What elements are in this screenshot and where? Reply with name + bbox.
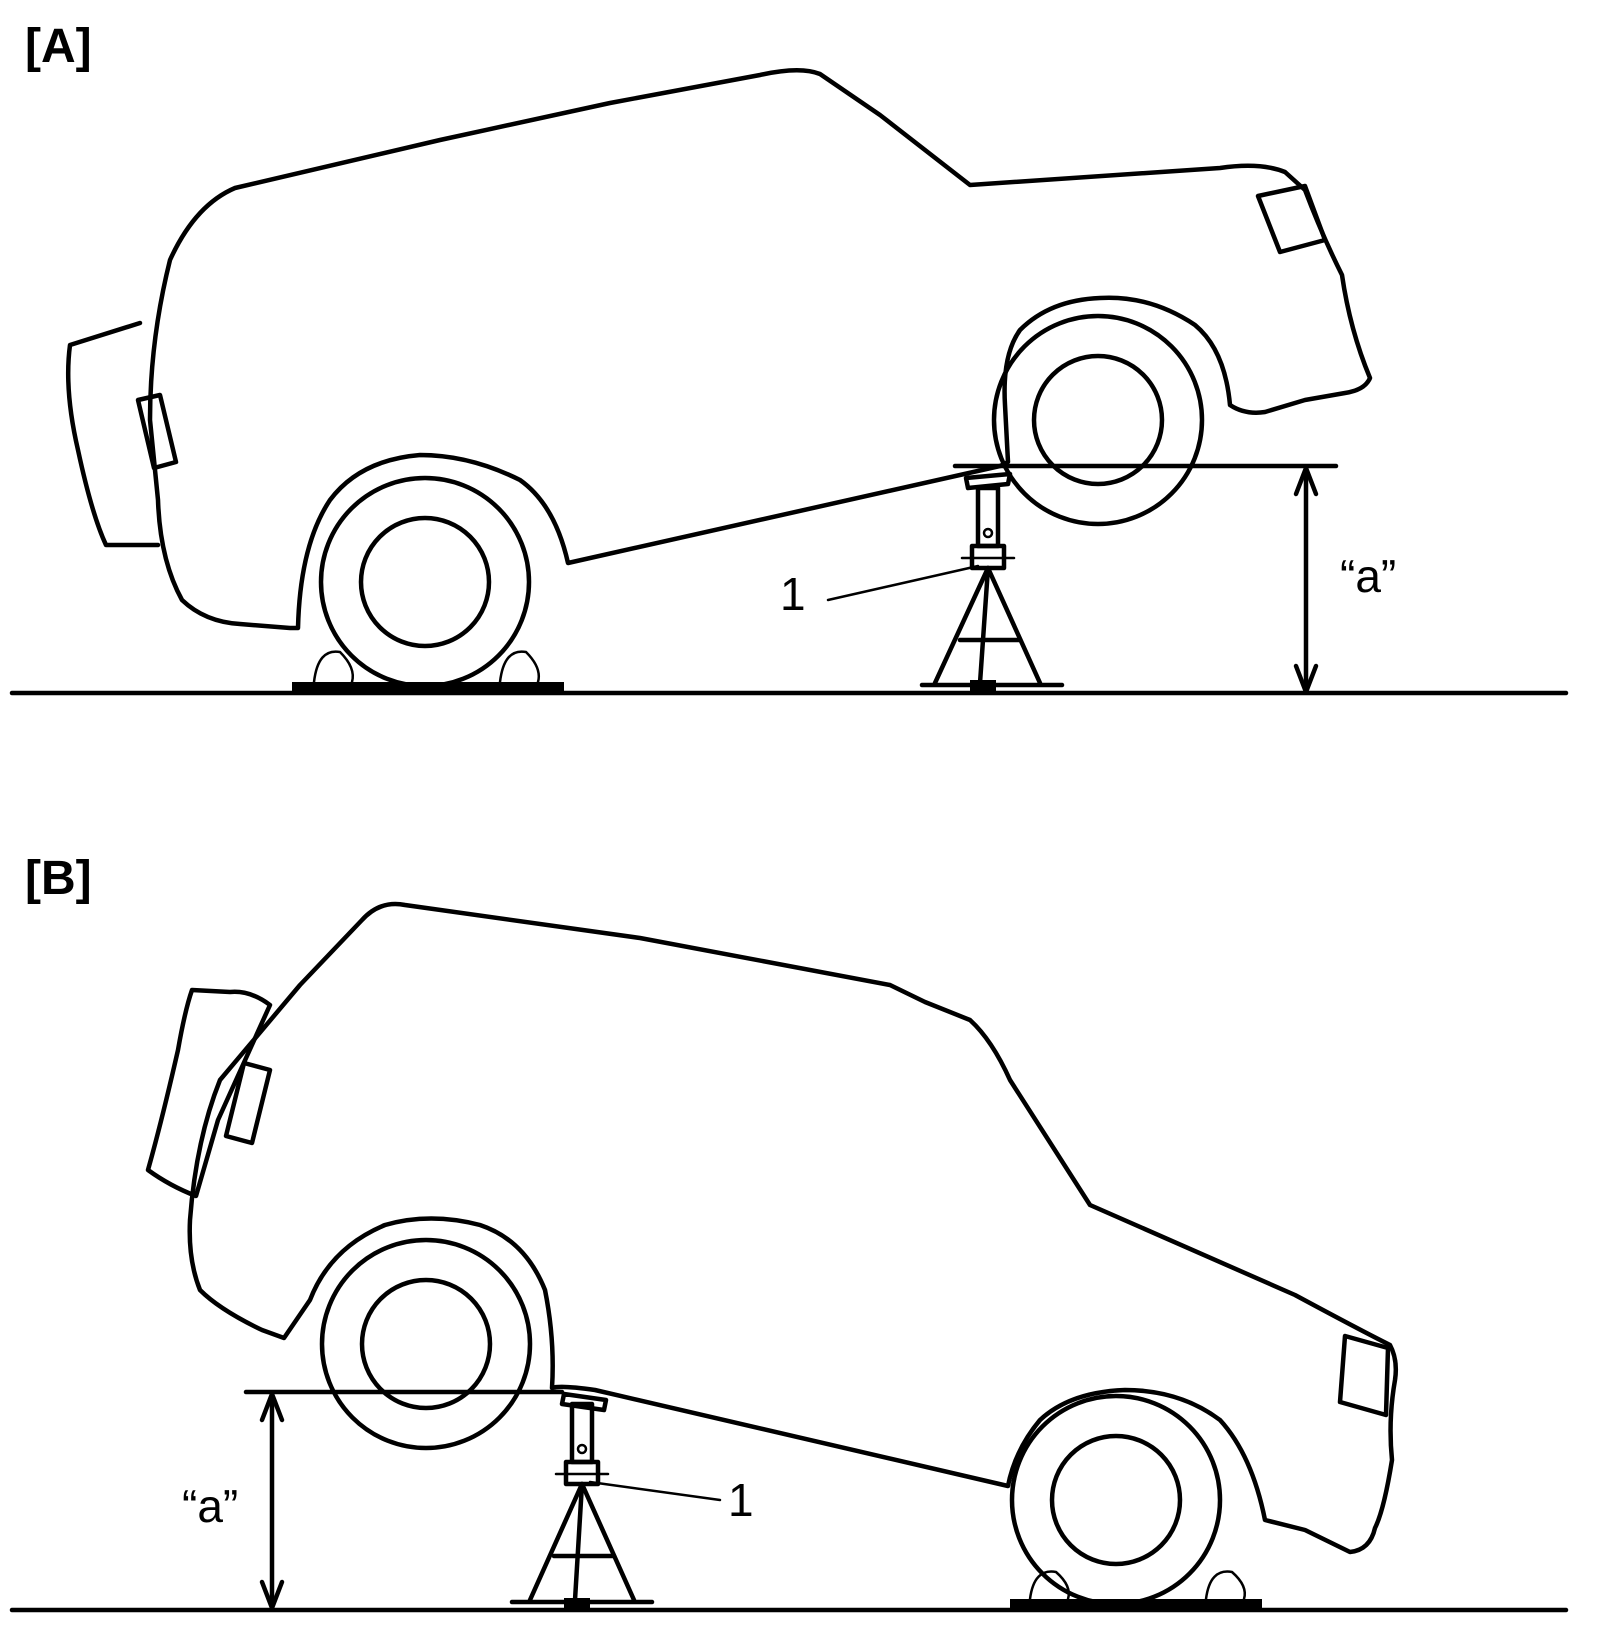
vehicle-body (147, 68, 1373, 631)
dimension-arrow (259, 1391, 285, 1611)
front-rim (1049, 1433, 1183, 1567)
rear-tire (991, 313, 1205, 527)
dimension-label-a: “a” (182, 1480, 238, 1532)
front-light (135, 392, 179, 471)
front-light (1337, 1333, 1391, 1418)
callout-leader (588, 1480, 722, 1502)
rear-light (223, 1060, 273, 1146)
front-rim (358, 515, 492, 649)
dimension-arrow (1293, 465, 1319, 695)
rigid-rack (919, 471, 1065, 692)
callout-leader (826, 564, 980, 602)
vehicle-body (187, 901, 1399, 1555)
wheel-chock (1010, 1570, 1262, 1609)
rear-rim (1031, 353, 1165, 487)
dimension-label-a: “a” (1340, 550, 1396, 602)
callout-label: 1 (728, 1474, 754, 1526)
panel-b: [B] (9, 852, 1569, 1613)
front-tire (318, 475, 532, 689)
panel-a: [A] (9, 20, 1569, 696)
rear-rim (359, 1277, 493, 1411)
callout-label: 1 (780, 568, 806, 620)
panel-b-label: [B] (25, 852, 92, 905)
rear-light (1255, 183, 1328, 255)
front-bumper (65, 320, 161, 548)
rigid-rack (509, 1391, 655, 1610)
rear-bumper (145, 987, 273, 1199)
panel-a-label: [A] (25, 20, 92, 73)
rear-tire (319, 1237, 533, 1451)
wheel-chock (292, 650, 564, 692)
